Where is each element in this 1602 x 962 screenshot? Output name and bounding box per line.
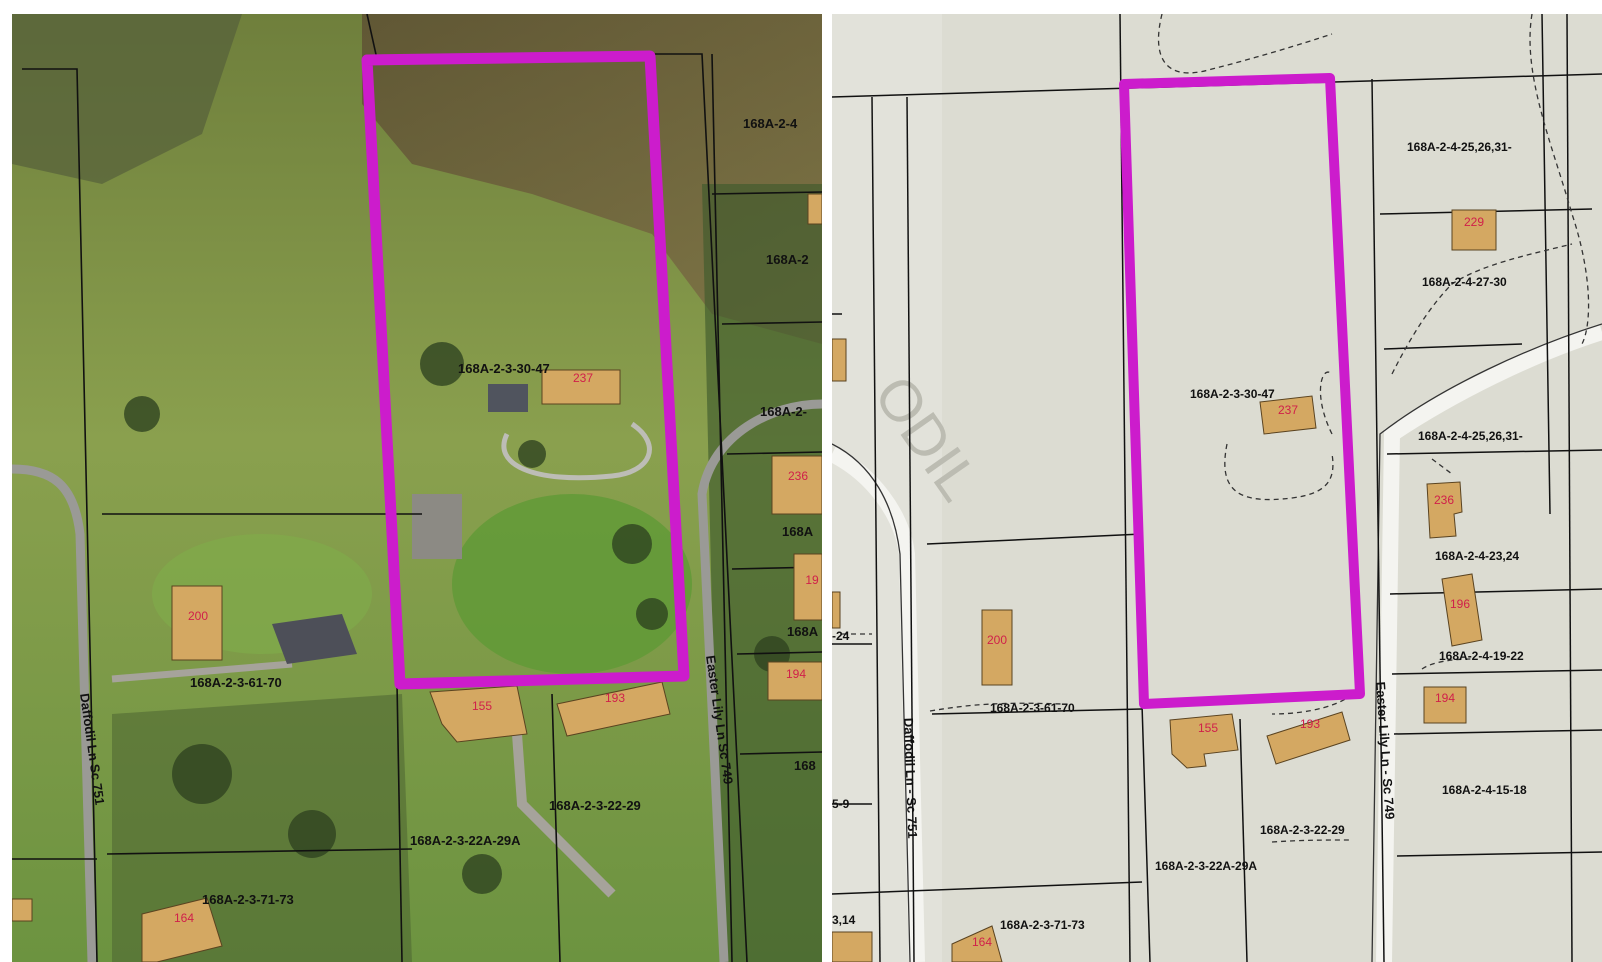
parcel-map-daffodil-road-edge (832, 443, 911, 962)
aerial-woods-left (12, 14, 242, 184)
daffodil-lane-road (12, 464, 97, 962)
svg-text:194: 194 (1435, 691, 1455, 705)
parcel-map-easter-lily-road-edge (1371, 323, 1602, 962)
aerial-label-168A-2-: 168A-2- (760, 404, 807, 419)
parcel-map-label-168A-2-3-22A-29A: 168A-2-3-22A-29A (1155, 859, 1257, 873)
parcel-map-label-168A-2-4-19-22: 168A-2-4-19-22 (1439, 649, 1524, 663)
aerial-driveway-2 (512, 733, 616, 898)
svg-text:155: 155 (472, 699, 492, 713)
aerial-woods-right (702, 184, 822, 962)
parcel-map-parcel-lines (832, 14, 1602, 962)
parcel-map-label-168A-2-3-22-29: 168A-2-3-22-29 (1260, 823, 1345, 837)
parcel-map-road-label-daffodil: Daffodil Ln - Sc 751 (901, 718, 920, 839)
aerial-trees (124, 342, 790, 894)
aerial-label-168A-2-3-71-73: 168A-2-3-71-73 (202, 892, 294, 907)
aerial-label-168: 168 (794, 758, 816, 773)
aerial-label-168A-2-3-30-47: 168A-2-3-30-47 (458, 361, 550, 376)
parcel-map-building-236: 236 (1426, 481, 1463, 539)
aerial-building-200: 200 (171, 585, 223, 661)
svg-text:164: 164 (174, 911, 194, 925)
aerial-map-canvas[interactable]: 237 200 155 193 236 19 (12, 14, 822, 962)
aerial-map-panel[interactable]: 237 200 155 193 236 19 (12, 14, 822, 962)
parcel-map-label-168A-2-4-23-24: 168A-2-4-23,24 (1435, 549, 1519, 563)
parcel-map-label-168A-2-4-25-26-31: 168A-2-4-25,26,31- (1418, 429, 1523, 443)
parcel-map-building-229: 229 (1451, 209, 1497, 251)
parcel-map-label-5-9-partial: 5-9 (832, 797, 850, 811)
svg-text:236: 236 (1434, 493, 1454, 507)
aerial-label-168A-2-4: 168A-2-4 (743, 116, 798, 131)
parcel-map-dashed-features (842, 14, 1590, 843)
parcel-map-building-155: 155 (1169, 713, 1239, 769)
parcel-map-label-24-partial: -24 (832, 629, 850, 643)
parcel-map-label-3-14-partial: 3,14 (832, 913, 856, 927)
parcel-map-building-194: 194 (1423, 686, 1467, 724)
svg-text:200: 200 (987, 633, 1007, 647)
svg-text:200: 200 (188, 609, 208, 623)
parcel-map-label-168A-2-4-27-30: 168A-2-4-27-30 (1422, 275, 1507, 289)
svg-text:155: 155 (1198, 721, 1218, 735)
aerial-building-237: 237 (541, 369, 621, 405)
svg-text:193: 193 (1300, 717, 1320, 731)
parcel-map-panel[interactable]: ODIL (832, 14, 1602, 962)
parcel-map-building-196: 196 (1441, 573, 1483, 647)
aerial-label-168A-2: 168A (787, 624, 819, 639)
parcel-map-building-partial-2 (832, 591, 841, 629)
aerial-building-partial (12, 898, 33, 922)
svg-text:193: 193 (605, 691, 625, 705)
aerial-lawn (452, 494, 692, 674)
aerial-building-19: 19 (793, 553, 822, 621)
parcel-map-subject-parcel-highlight[interactable] (1119, 73, 1365, 709)
svg-text:229: 229 (1464, 215, 1484, 229)
svg-text:19: 19 (805, 573, 819, 587)
svg-text:237: 237 (573, 371, 593, 385)
aerial-garage (272, 614, 357, 664)
aerial-driveway (501, 421, 652, 481)
parcel-map-building-partial-3 (832, 931, 873, 962)
aerial-buildings: 237 200 155 193 236 19 (12, 193, 822, 962)
parcel-map-label-168A-2-3-30-47: 168A-2-3-30-47 (1190, 387, 1275, 401)
svg-text:236: 236 (788, 469, 808, 483)
aerial-parcel-lines (12, 14, 822, 962)
svg-text:194: 194 (786, 667, 806, 681)
easter-lily-lane-road (697, 399, 822, 962)
aerial-building-partial-2 (807, 193, 822, 225)
aerial-building-164: 164 (141, 897, 223, 962)
parcel-map-easter-lily-road (1376, 324, 1602, 962)
parcel-map-building-164: 164 (951, 925, 1003, 962)
aerial-label-168A-2-3-22-29: 168A-2-3-22-29 (549, 798, 641, 813)
parcel-map-label-168A-2-3-61-70: 168A-2-3-61-70 (990, 701, 1075, 715)
aerial-label-168A-2: 168A-2 (766, 252, 809, 267)
parcel-map-parcel-labels: 168A-2-3-30-47 168A-2-3-61-70 168A-2-3-2… (832, 140, 1527, 932)
aerial-building-193: 193 (556, 681, 671, 737)
aerial-subject-parcel-highlight[interactable] (361, 50, 690, 690)
aerial-label-168A-2-3-22A-29A: 168A-2-3-22A-29A (410, 833, 521, 848)
parcel-map-building-193: 193 (1266, 711, 1351, 765)
parcel-map-building-partial (832, 338, 847, 382)
aerial-outbuilding (488, 384, 528, 412)
parcel-map-building-200: 200 (981, 609, 1013, 686)
aerial-label-168A: 168A (782, 524, 814, 539)
aerial-parcel-labels: 168A-2-3-30-47 168A-2-3-61-70 168A-2-3-2… (190, 116, 819, 907)
aerial-building-194: 194 (767, 661, 822, 701)
svg-text:237: 237 (1278, 403, 1298, 417)
aerial-label-168A-2-3-61-70: 168A-2-3-61-70 (190, 675, 282, 690)
aerial-building-155: 155 (429, 685, 528, 743)
svg-text:196: 196 (1450, 597, 1470, 611)
aerial-building-236: 236 (771, 455, 822, 515)
parcel-map-label-168A-2-4-15-18: 168A-2-4-15-18 (1442, 783, 1527, 797)
aerial-barn (412, 494, 462, 559)
parcel-map-label-168A-2-4-25-26-31-top: 168A-2-4-25,26,31- (1407, 140, 1512, 154)
parcel-map-background (832, 14, 1602, 962)
parcel-map-buildings: 237 229 236 196 194 200 (832, 209, 1497, 962)
parcel-map-building-237: 237 (1259, 395, 1317, 435)
svg-text:164: 164 (972, 935, 992, 949)
parcel-map-canvas[interactable]: ODIL (832, 14, 1602, 962)
parcel-map-label-168A-2-3-71-73: 168A-2-3-71-73 (1000, 918, 1085, 932)
aerial-driveway-3 (111, 660, 293, 683)
